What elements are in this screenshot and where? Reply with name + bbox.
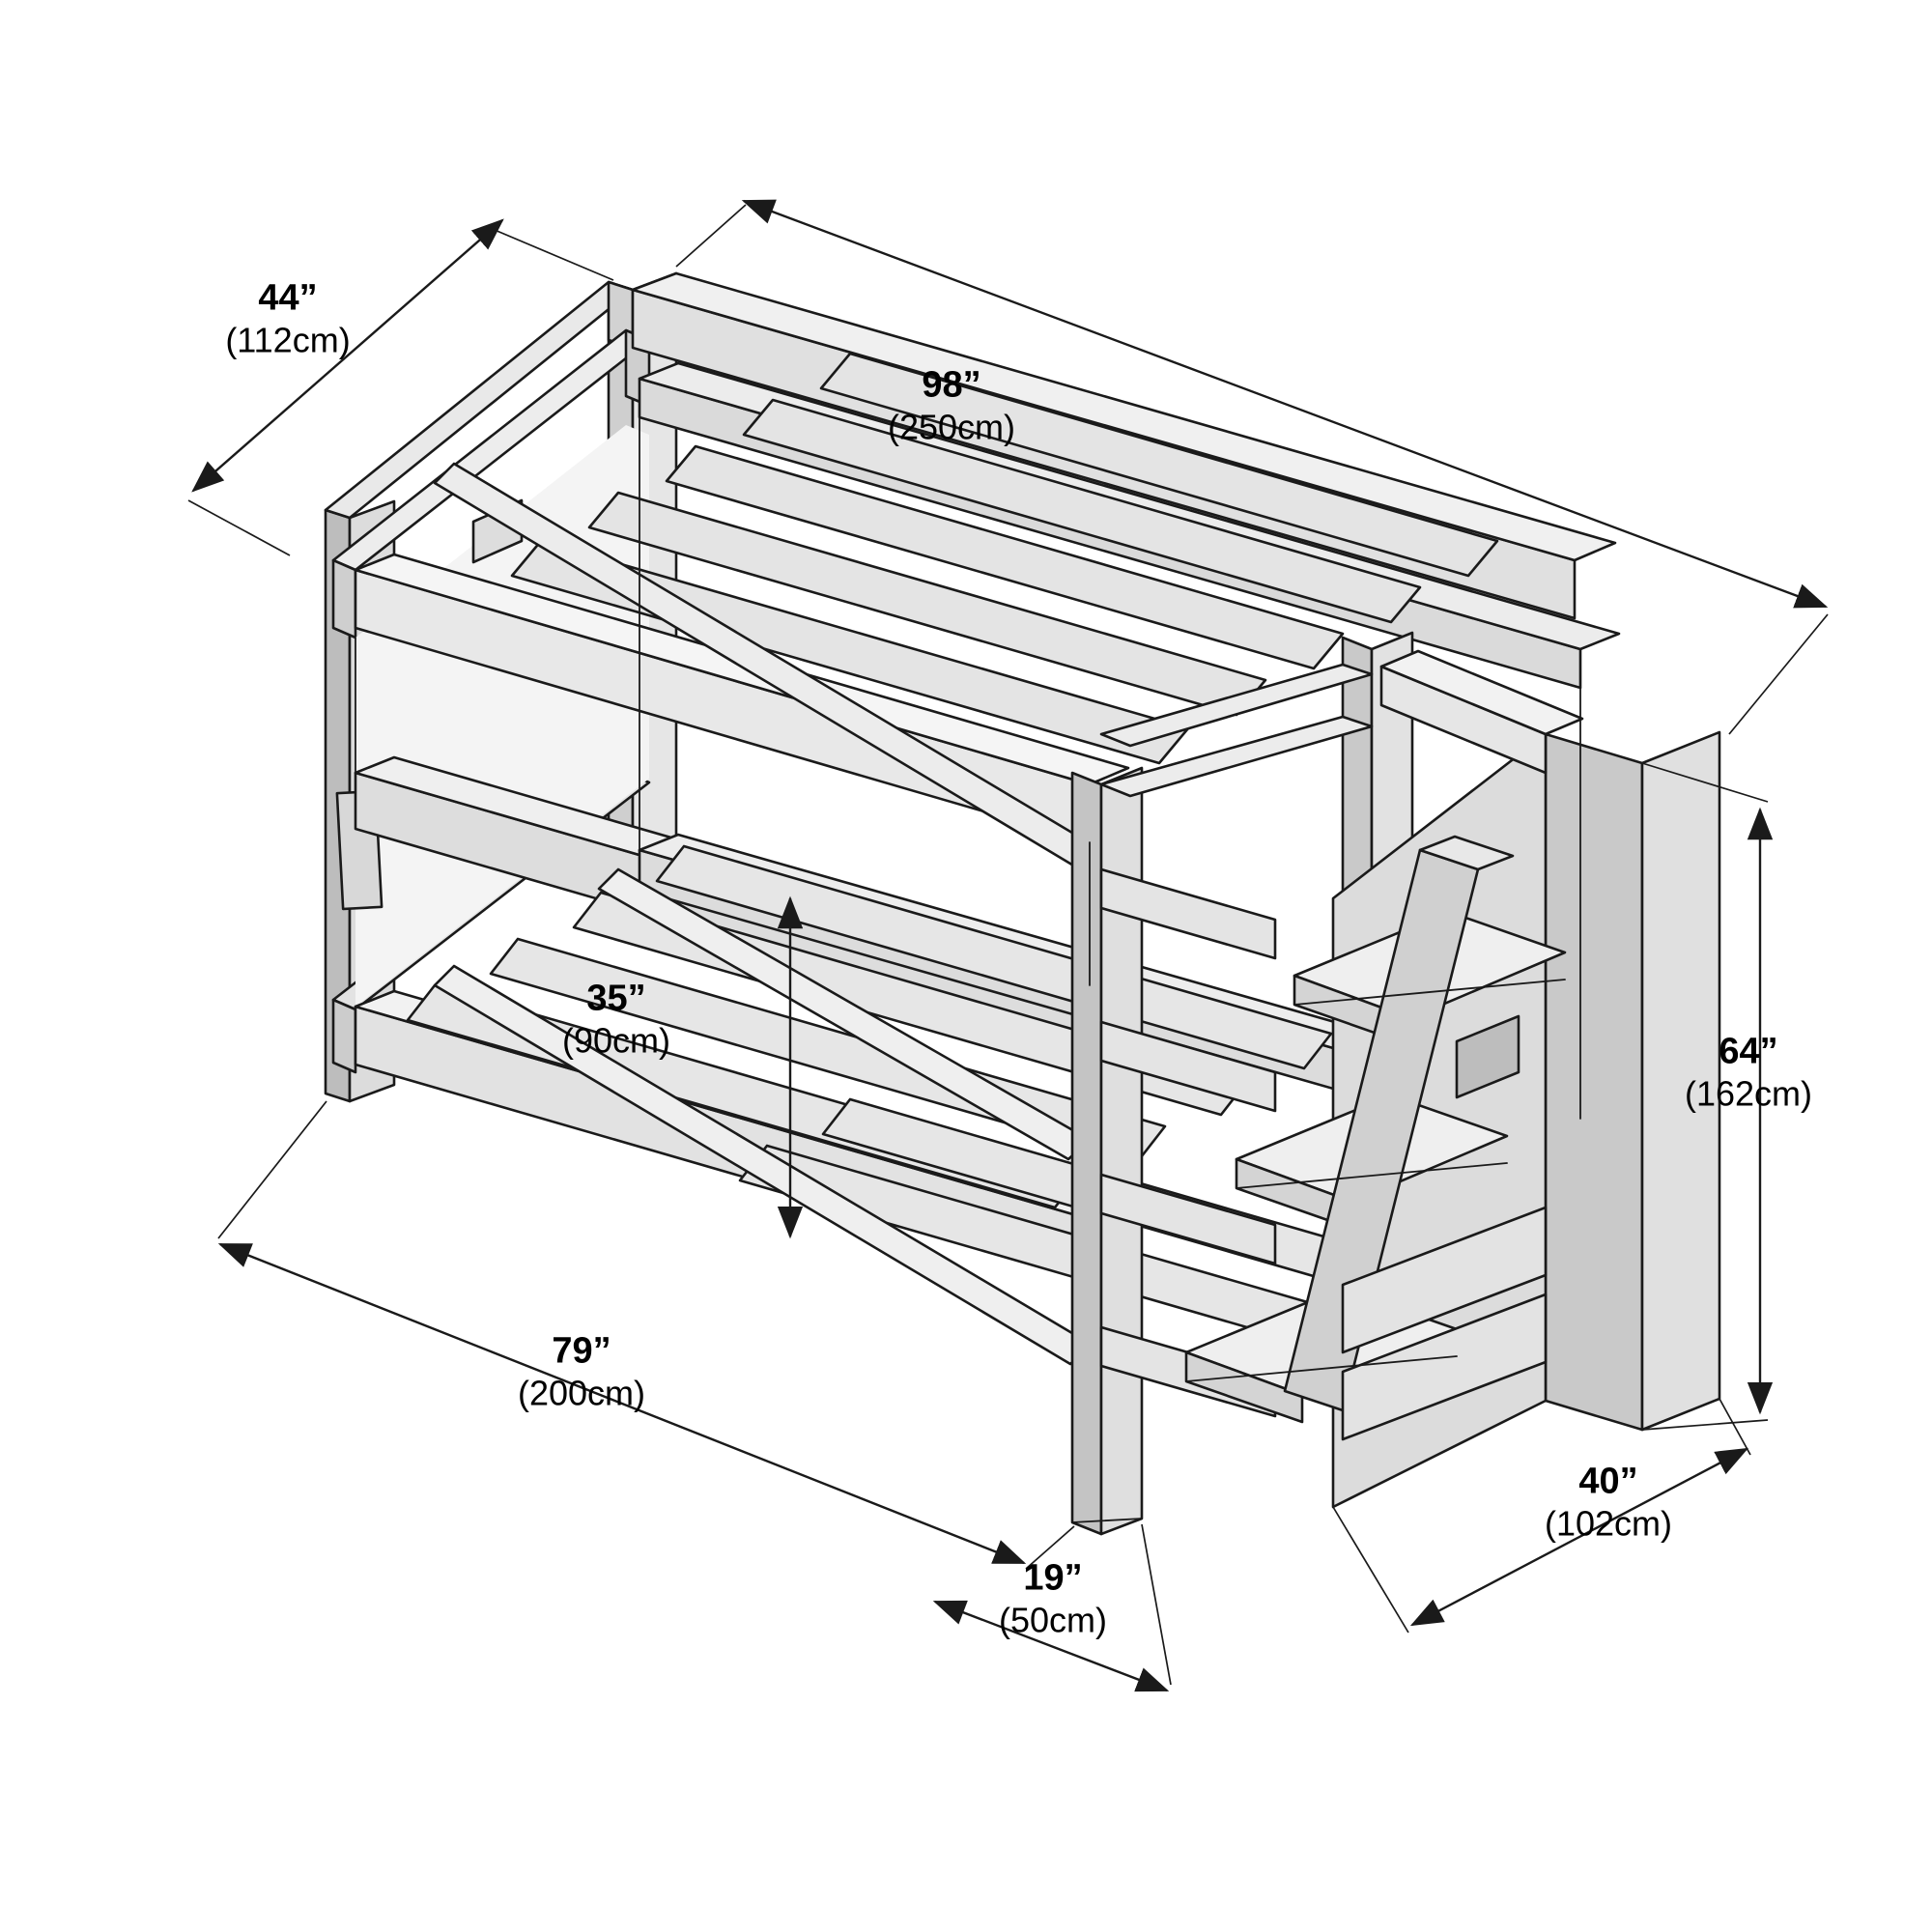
dim-metric-value: (162cm) [1684,1073,1813,1114]
dim-metric-value: (102cm) [1544,1503,1673,1544]
dim-metric-value: (250cm) [887,407,1016,447]
dim-label-overall-width: 40” (102cm) [1545,1460,1672,1544]
staircase-unit [1184,649,1721,1509]
dim-line-bed-length [217,1100,1075,1570]
dim-metric-value: (200cm) [517,1373,646,1413]
dim-imperial-value: 40” [1578,1461,1638,1502]
dim-line-height-headboard [187,218,614,556]
dim-line-overall-width [1332,1398,1751,1634]
dim-imperial-value: 44” [258,277,318,319]
dim-imperial-value: 19” [1023,1557,1083,1599]
dim-label-clearance: 35” (90cm) [562,977,670,1061]
dim-line-overall-length [675,199,1829,735]
detail-lines [355,416,1581,1523]
dim-label-overall-length: 98” (250cm) [888,363,1015,447]
dim-metric-value: (50cm) [998,1600,1108,1640]
dim-label-stair-depth: 19” (50cm) [999,1556,1107,1640]
dim-imperial-value: 98” [922,364,981,406]
dim-label-height-headboard: 44” (112cm) [225,276,350,360]
dim-label-bed-length: 79” (200cm) [518,1329,645,1413]
dim-metric-value: (90cm) [561,1020,671,1061]
dim-imperial-value: 79” [552,1330,611,1372]
dim-line-stair-depth [932,1523,1172,1692]
dim-imperial-value: 64” [1719,1031,1778,1072]
dim-imperial-value: 35” [586,978,646,1019]
dim-line-overall-height [1641,762,1774,1431]
dim-label-overall-height: 64” (162cm) [1685,1030,1812,1114]
dim-metric-value: (112cm) [225,320,351,360]
